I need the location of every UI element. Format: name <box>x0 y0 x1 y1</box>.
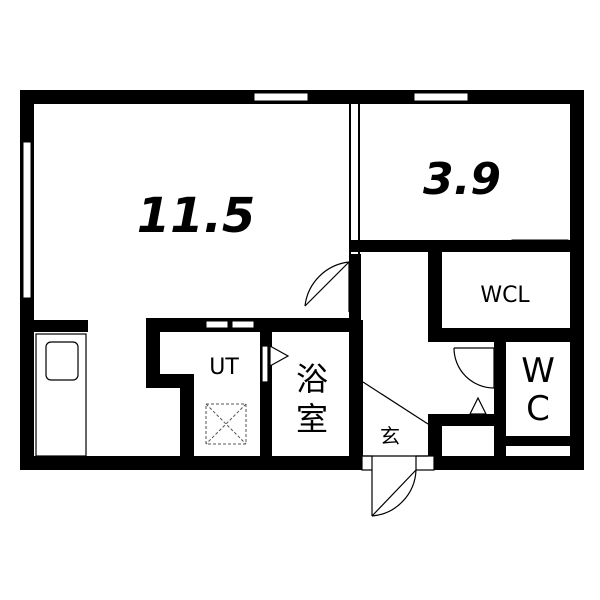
door-entrance <box>371 469 417 517</box>
kitchen-counter <box>35 333 87 457</box>
main-room-area: 11.5 <box>137 188 255 244</box>
wall-shoebox <box>428 414 496 426</box>
wc-label-1: W <box>521 351 555 391</box>
wall-bottom-right <box>434 456 584 470</box>
ut-vent-left-frame <box>205 320 229 329</box>
door-entrance-frame-l <box>361 455 373 471</box>
washer-pan-diag-1 <box>205 403 247 445</box>
kitchen <box>35 333 87 457</box>
wall-wc-bottom <box>494 436 584 446</box>
wall-wcl-left <box>428 252 442 342</box>
doors <box>261 261 495 517</box>
ut-label: UT <box>209 355 239 380</box>
bath-label-2: 室 <box>296 400 328 438</box>
door-entrance-frame-r <box>415 455 435 471</box>
ut-vent-right <box>232 321 254 328</box>
ut-vent-left <box>206 321 228 328</box>
washer-pan-outer <box>205 403 247 445</box>
wall-sub-bottom <box>349 240 584 252</box>
wall-ut-left <box>146 318 160 374</box>
window-top-right <box>413 92 469 102</box>
bath-label-1: 浴 <box>296 360 328 398</box>
wall-main-sub-inner <box>351 104 358 254</box>
second-room-area: 3.9 <box>423 154 501 205</box>
shoebox-marker <box>469 396 487 415</box>
wc-window <box>510 452 566 456</box>
door-main-room-leaf <box>304 261 350 307</box>
wall-wc-left <box>494 342 506 470</box>
door-wc <box>453 347 495 389</box>
window-left <box>22 141 32 299</box>
ut-vent-frame <box>205 320 255 329</box>
washer-pan-diag-2 <box>205 403 247 445</box>
wall-wcl-bottom <box>428 328 584 342</box>
wall-corridor-left <box>349 254 361 320</box>
wall-right <box>570 90 584 470</box>
kitchen-sink <box>45 341 79 381</box>
wall-details <box>206 321 566 456</box>
door-entrance-leaf <box>371 469 417 517</box>
entrance-step-diag <box>362 381 429 425</box>
wall-ut-left-lower <box>180 374 194 470</box>
ut-vent-right-frame <box>231 320 255 329</box>
door-ut-frame <box>261 345 269 383</box>
window-top-left <box>253 92 309 102</box>
entrance-label: 玄 <box>380 424 400 448</box>
labels: 11.5 3.9 WCL UT 浴 室 玄 W C <box>137 154 555 448</box>
wc-label-2: C <box>526 389 550 429</box>
washer-pan <box>205 403 247 445</box>
door-ut-arrow <box>269 344 290 368</box>
wall-kitchen-stub <box>34 320 88 332</box>
interior-walls <box>34 104 584 470</box>
wall-bath-right <box>349 320 363 470</box>
door-main-room <box>304 261 350 312</box>
wcl-label: WCL <box>480 283 530 308</box>
